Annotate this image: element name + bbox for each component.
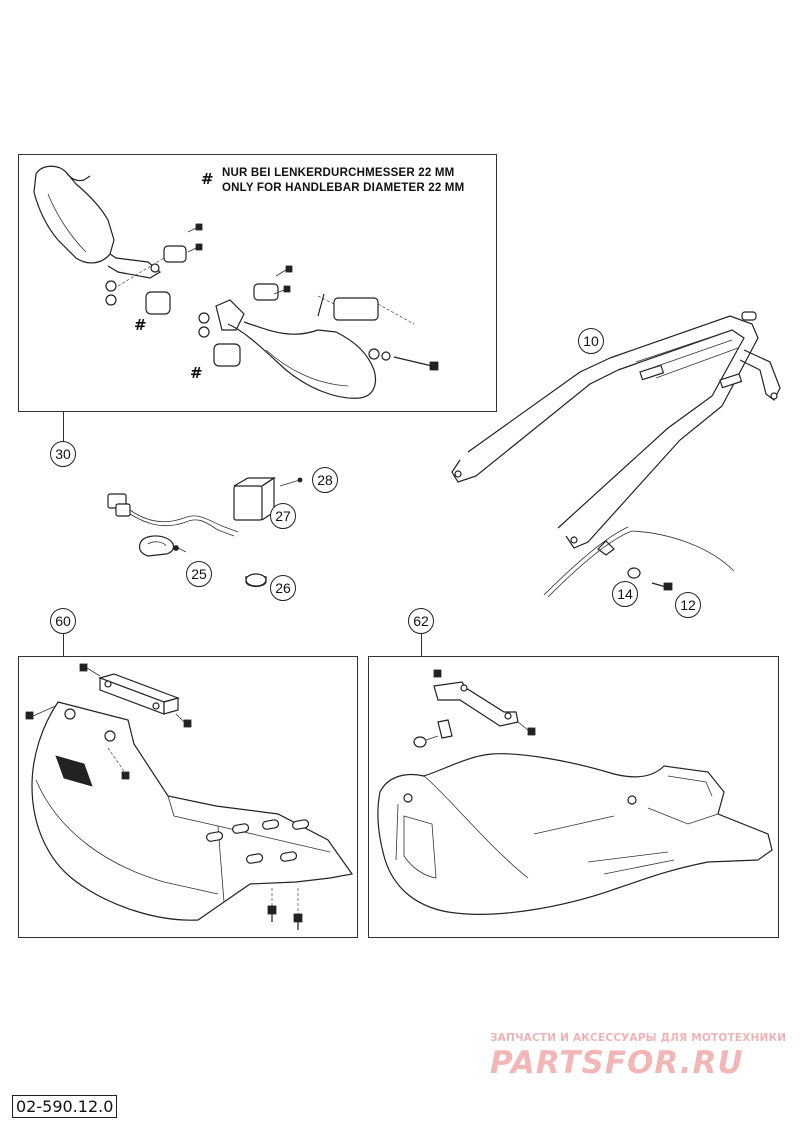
switch-box-27 [233,485,263,521]
rack-left-rail [451,369,619,483]
leader-60 [63,634,64,656]
callout-30: 30 [50,441,76,467]
clip-icon [437,719,453,739]
rack-mount-plate-right [719,373,743,389]
right-clamp-lower [213,343,241,367]
callout-27: 27 [270,503,296,529]
handguard-drawing [33,165,439,399]
handlebar-end [333,297,379,321]
left-clamp-upper [163,245,187,263]
document-number: 02-590.12.0 [12,1095,118,1118]
callout-60: 60 [50,608,76,634]
callout-14: 14 [612,581,638,607]
callout-28: 28 [312,467,338,493]
bar-bolt-left-icon [79,663,88,672]
washer-icon [413,736,427,748]
skid-plate-60-drawing [25,663,354,930]
hash-mark-clamp-left: # [134,316,147,334]
callout-26: 26 [270,575,296,601]
skid-plate-62-body [377,753,773,915]
brand-logo-decal [55,755,93,787]
note-line-english: ONLY FOR HANDLEBAR DIAMETER 22 MM [222,182,465,194]
skid-plate-60-body [31,701,354,921]
bolt-12-icon [663,582,673,591]
luggage-rack-drawing [451,311,781,549]
callout-10: 10 [578,328,604,354]
left-bolt-lower-icon [187,243,203,253]
callout-62: 62 [408,608,434,634]
washer-14-icon [627,567,641,579]
callout-25: 25 [186,561,212,587]
leader-30 [63,412,64,442]
left-clamp-lower [145,291,171,315]
slot-1 [206,831,224,842]
left-bolt-upper-icon [187,223,203,233]
clamp-25 [138,535,175,557]
watermark-tagline: ЗАПЧАСТИ И АКСЕССУАРЫ ДЛЯ МОТОТЕХНИКИ [490,1032,787,1044]
callout-12: 12 [675,592,701,618]
rear-fender-drawing [543,526,735,598]
left-handguard-shell [33,165,115,264]
handguard-assembly-frame [18,154,497,412]
screw-28-icon [297,477,303,483]
handlebar-note: NUR BEI LENKERDURCHMESSER 22 MM ONLY FOR… [222,166,464,196]
rack-right-rail [565,405,723,549]
right-handguard-shell [227,323,377,399]
watermark-brand-logo: PARTSFOR.RU [490,1045,744,1081]
rack-top-frame [609,315,759,407]
left-nut-icon [105,280,117,292]
bar-bolt-right-icon [183,719,192,728]
switch-assembly-drawing [107,476,303,588]
bottom-bolt-left-icon [267,905,277,915]
ring-26 [245,573,267,587]
leader-62 [421,634,422,656]
bottom-bolt-right-icon [293,913,303,923]
bracket-bolt-right-icon [527,727,536,736]
rack-mount-plate-left [639,364,665,381]
note-line-german: NUR BEI LENKERDURCHMESSER 22 MM [222,167,455,179]
note-hash-symbol: # [201,170,214,188]
right-clamp-upper [253,283,279,301]
fender-edge [547,530,735,598]
hash-mark-clamp-right: # [190,364,203,382]
skid-plate-62-drawing [377,669,773,915]
bracket-bolt-top-icon [433,669,442,678]
end-bolt-icon [429,361,439,371]
mounting-bracket [433,681,519,727]
